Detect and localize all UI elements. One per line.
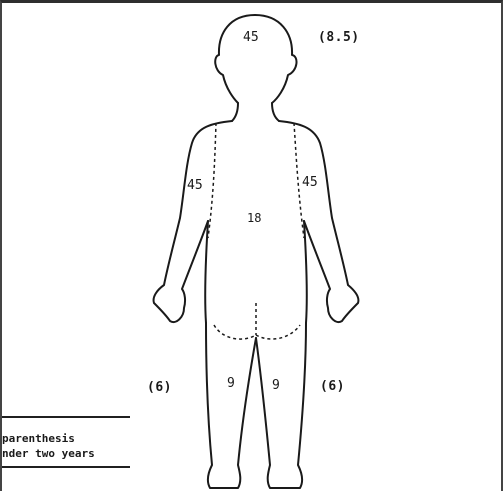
left-shoulder-boundary: [208, 123, 216, 238]
legend-top-rule: [2, 416, 130, 418]
torso-outline: [205, 221, 307, 323]
left-leg-value: 9: [227, 377, 235, 390]
legend-line-2: nder two years: [2, 447, 95, 460]
legend-line-1: parenthesis: [2, 432, 75, 445]
neck-outline: [232, 103, 279, 121]
head-outline: [215, 15, 296, 103]
left-leg-outline: [206, 323, 256, 488]
trunk-value: 18: [247, 212, 261, 224]
left-arm-value: 45: [187, 179, 203, 192]
left-arm-outline: [154, 121, 232, 322]
head-value: 45: [243, 31, 259, 44]
left-leg-paren-value: (6): [147, 381, 172, 394]
head-paren-value: (8.5): [318, 31, 360, 44]
right-leg-paren-value: (6): [320, 380, 345, 393]
legend-bottom-rule: [2, 466, 130, 468]
right-leg-outline: [256, 323, 306, 488]
right-buttock-crease: [256, 325, 300, 339]
left-buttock-crease: [214, 325, 256, 339]
right-arm-value: 45: [302, 176, 318, 189]
legend-box: parenthesis nder two years: [2, 416, 130, 468]
right-arm-outline: [279, 121, 358, 322]
right-leg-value: 9: [272, 379, 280, 392]
